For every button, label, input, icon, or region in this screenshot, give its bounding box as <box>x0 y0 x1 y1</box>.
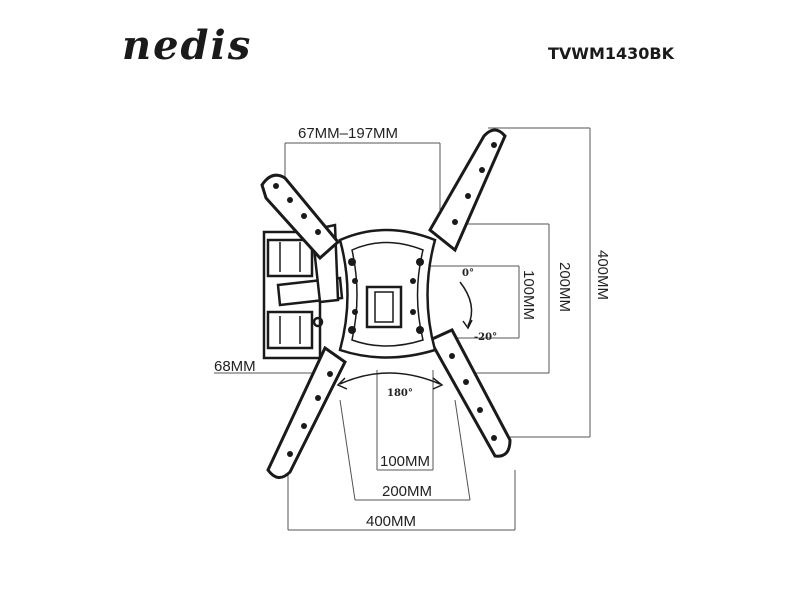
wall-depth-label: 68MM <box>214 358 256 375</box>
swivel-arrow <box>336 372 444 390</box>
arm-range-label: 67MM–197MM <box>298 125 398 142</box>
vertical-400-label: 400MM <box>594 250 611 300</box>
horizontal-400-label: 400MM <box>366 513 416 530</box>
vertical-200-label: 200MM <box>556 262 573 312</box>
vesa-arm-slots <box>273 142 497 457</box>
tilt-arrow <box>459 281 473 330</box>
center-plate <box>338 228 437 359</box>
dimension-lines <box>214 127 591 531</box>
tilt-top-label: 0° <box>462 268 474 279</box>
swivel-label: 180° <box>387 388 413 399</box>
vertical-100-label: 100MM <box>520 270 537 320</box>
horizontal-100-label: 100MM <box>380 453 430 470</box>
vesa-arms <box>260 128 512 479</box>
brand-logo: nedis <box>122 22 253 69</box>
tilt-bottom-label: -20° <box>474 332 497 343</box>
center-plate-holes <box>348 258 424 334</box>
horizontal-200-label: 200MM <box>382 483 432 500</box>
model-number: TVWM1430BK <box>548 44 674 63</box>
